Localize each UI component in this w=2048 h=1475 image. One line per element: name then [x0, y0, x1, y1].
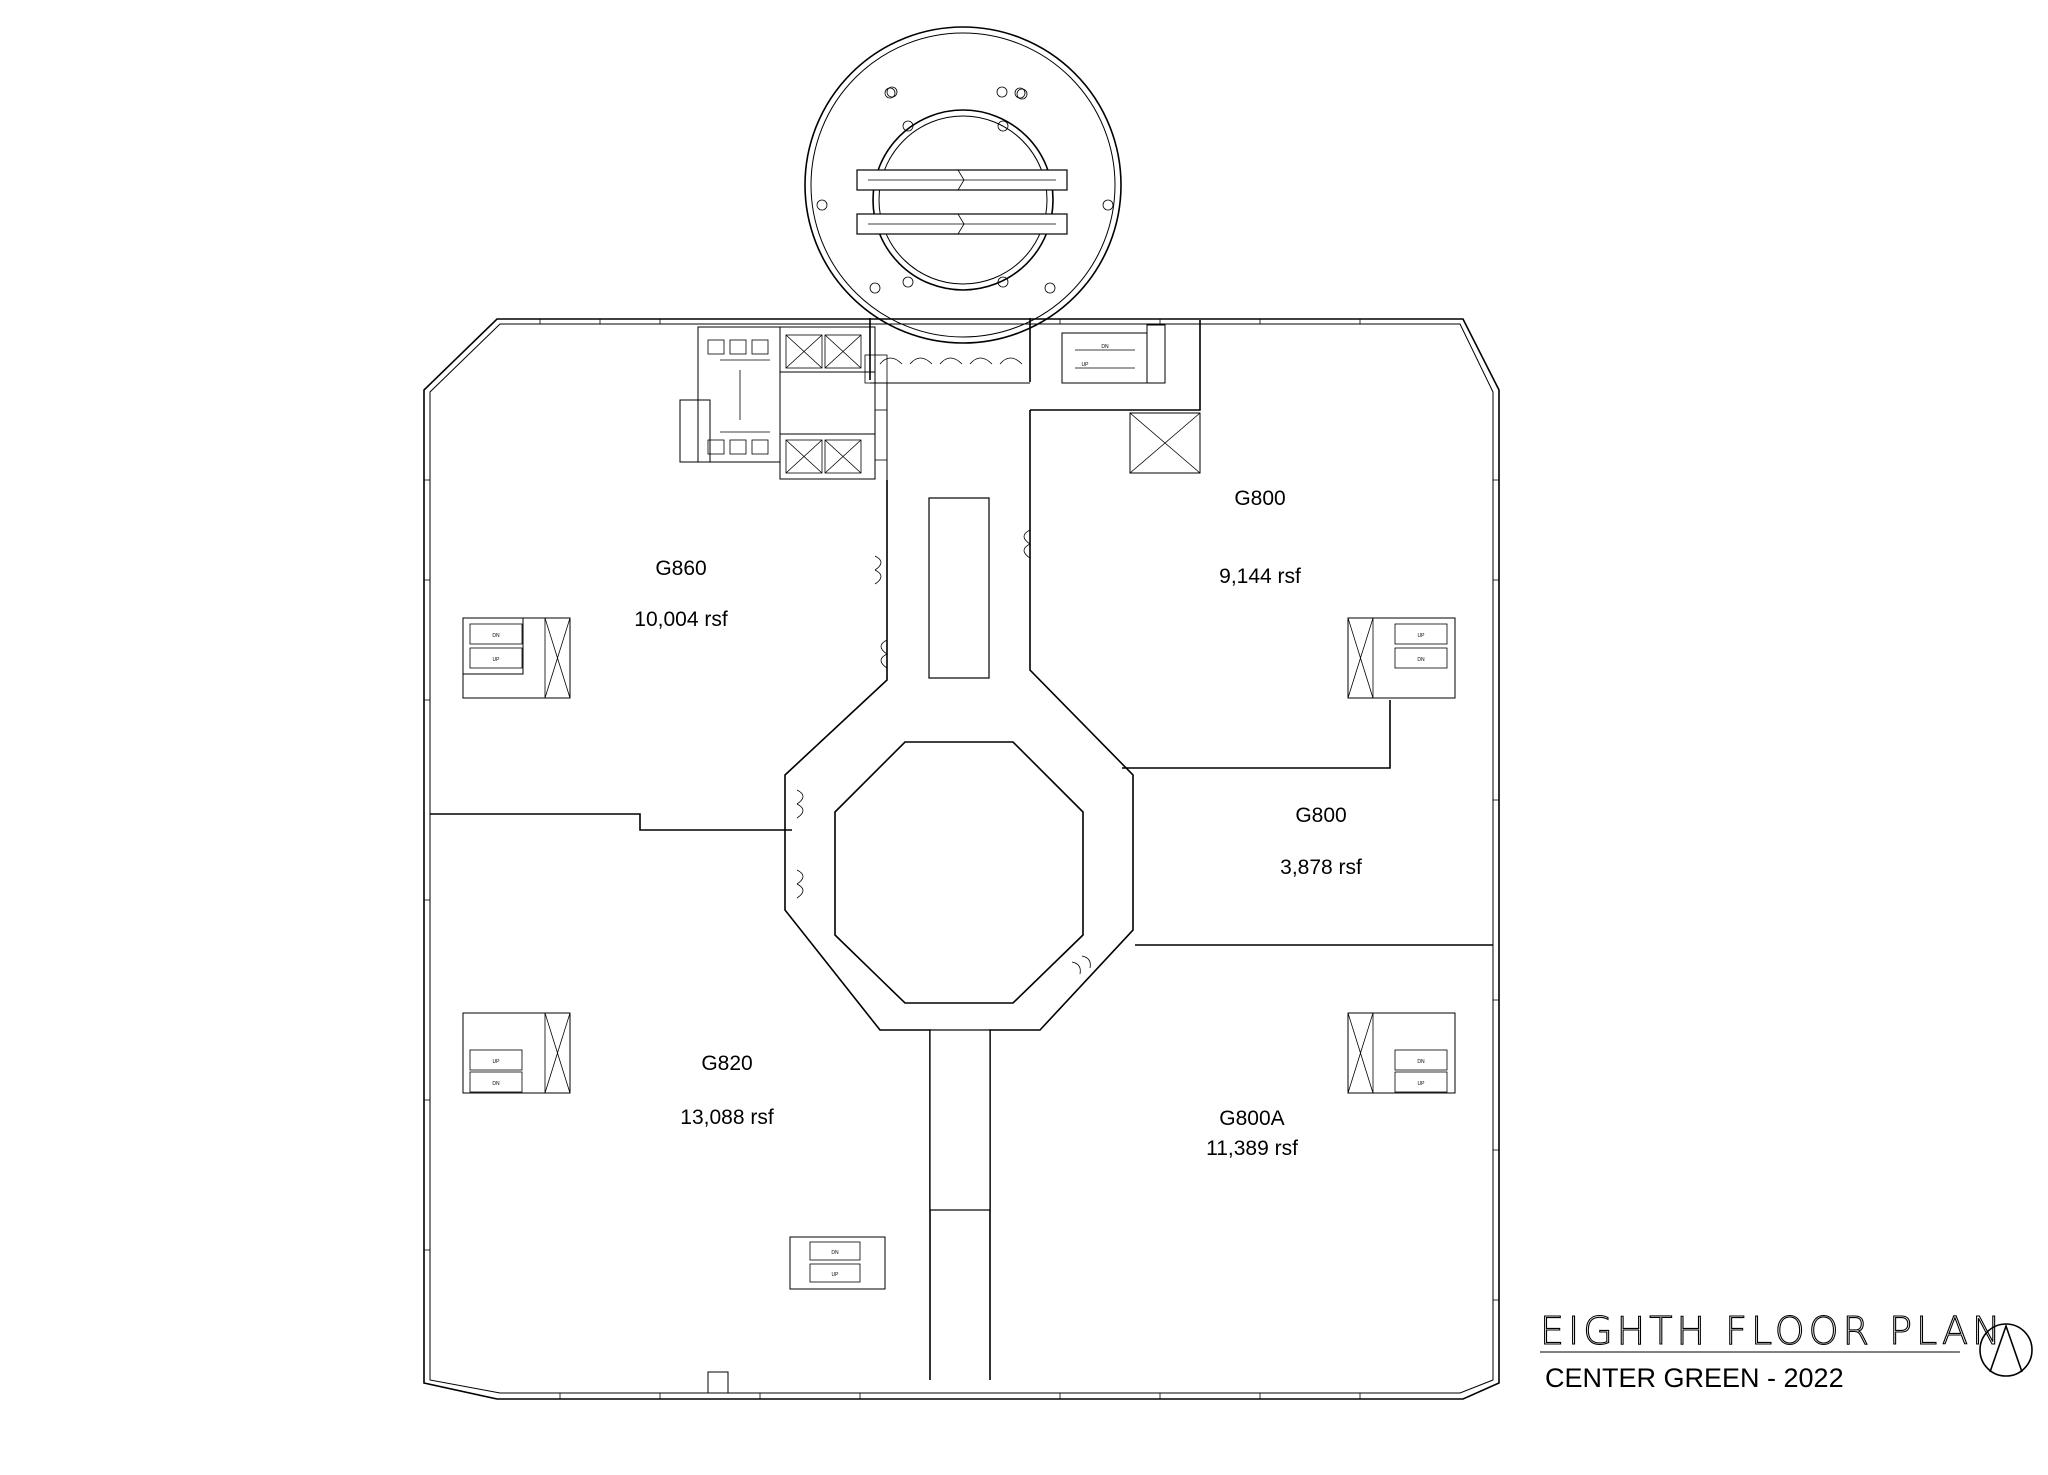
suite-name: G860 [655, 557, 706, 580]
suite-g860[interactable]: G860 10,004 rsf [634, 557, 728, 631]
title-block: EIGHTH FLOOR PLAN CENTER GREEN - 2022 [1539, 1308, 2033, 1393]
suite-name: G820 [701, 1052, 752, 1075]
svg-text:DN: DN [831, 1250, 839, 1256]
building-outline [423, 318, 1500, 1400]
rotunda [804, 26, 1122, 344]
svg-text:UP: UP [493, 1059, 501, 1065]
central-core [784, 318, 1134, 1380]
suite-g800-east[interactable]: G800 3,878 rsf [1280, 804, 1362, 879]
suite-area: 10,004 rsf [634, 608, 728, 631]
svg-text:DN: DN [1417, 1059, 1425, 1065]
north-arrow-icon [1979, 1323, 2033, 1377]
suite-g800a[interactable]: G800A 11,389 rsf [1206, 1107, 1298, 1160]
svg-text:DN: DN [492, 1081, 500, 1087]
plan-title: EIGHTH FLOOR PLAN [1540, 1309, 2004, 1353]
svg-text:UP: UP [1418, 633, 1426, 639]
suite-name: G800 [1295, 804, 1346, 827]
plan-subtitle: CENTER GREEN - 2022 [1545, 1363, 1844, 1393]
svg-text:DN: DN [1417, 657, 1425, 663]
suite-name: G800 [1234, 487, 1285, 510]
suite-g800-north[interactable]: G800 9,144 rsf [1219, 487, 1301, 588]
svg-text:UP: UP [1418, 1081, 1426, 1087]
svg-text:UP: UP [493, 657, 501, 663]
stair-west-upper: DN UP [462, 617, 571, 699]
svg-text:DN: DN [492, 633, 500, 639]
suite-area: 3,878 rsf [1280, 856, 1362, 879]
north-core: DN UP [679, 324, 1201, 480]
svg-text:DN: DN [1101, 344, 1109, 350]
stair-east-upper: UP DN [1347, 617, 1456, 699]
suite-area: 9,144 rsf [1219, 565, 1301, 588]
svg-text:UP: UP [1082, 362, 1090, 368]
suite-g820[interactable]: G820 13,088 rsf [680, 1052, 774, 1129]
stair-south: DN UP [789, 1236, 886, 1290]
suite-name: G800A [1219, 1107, 1284, 1130]
suite-area: 13,088 rsf [680, 1106, 774, 1129]
stair-east-lower: DN UP [1347, 1012, 1456, 1094]
suite-area: 11,389 rsf [1206, 1137, 1298, 1160]
demising-walls [430, 320, 1493, 946]
stair-west-lower: UP DN [462, 1012, 571, 1094]
svg-text:UP: UP [832, 1272, 840, 1278]
